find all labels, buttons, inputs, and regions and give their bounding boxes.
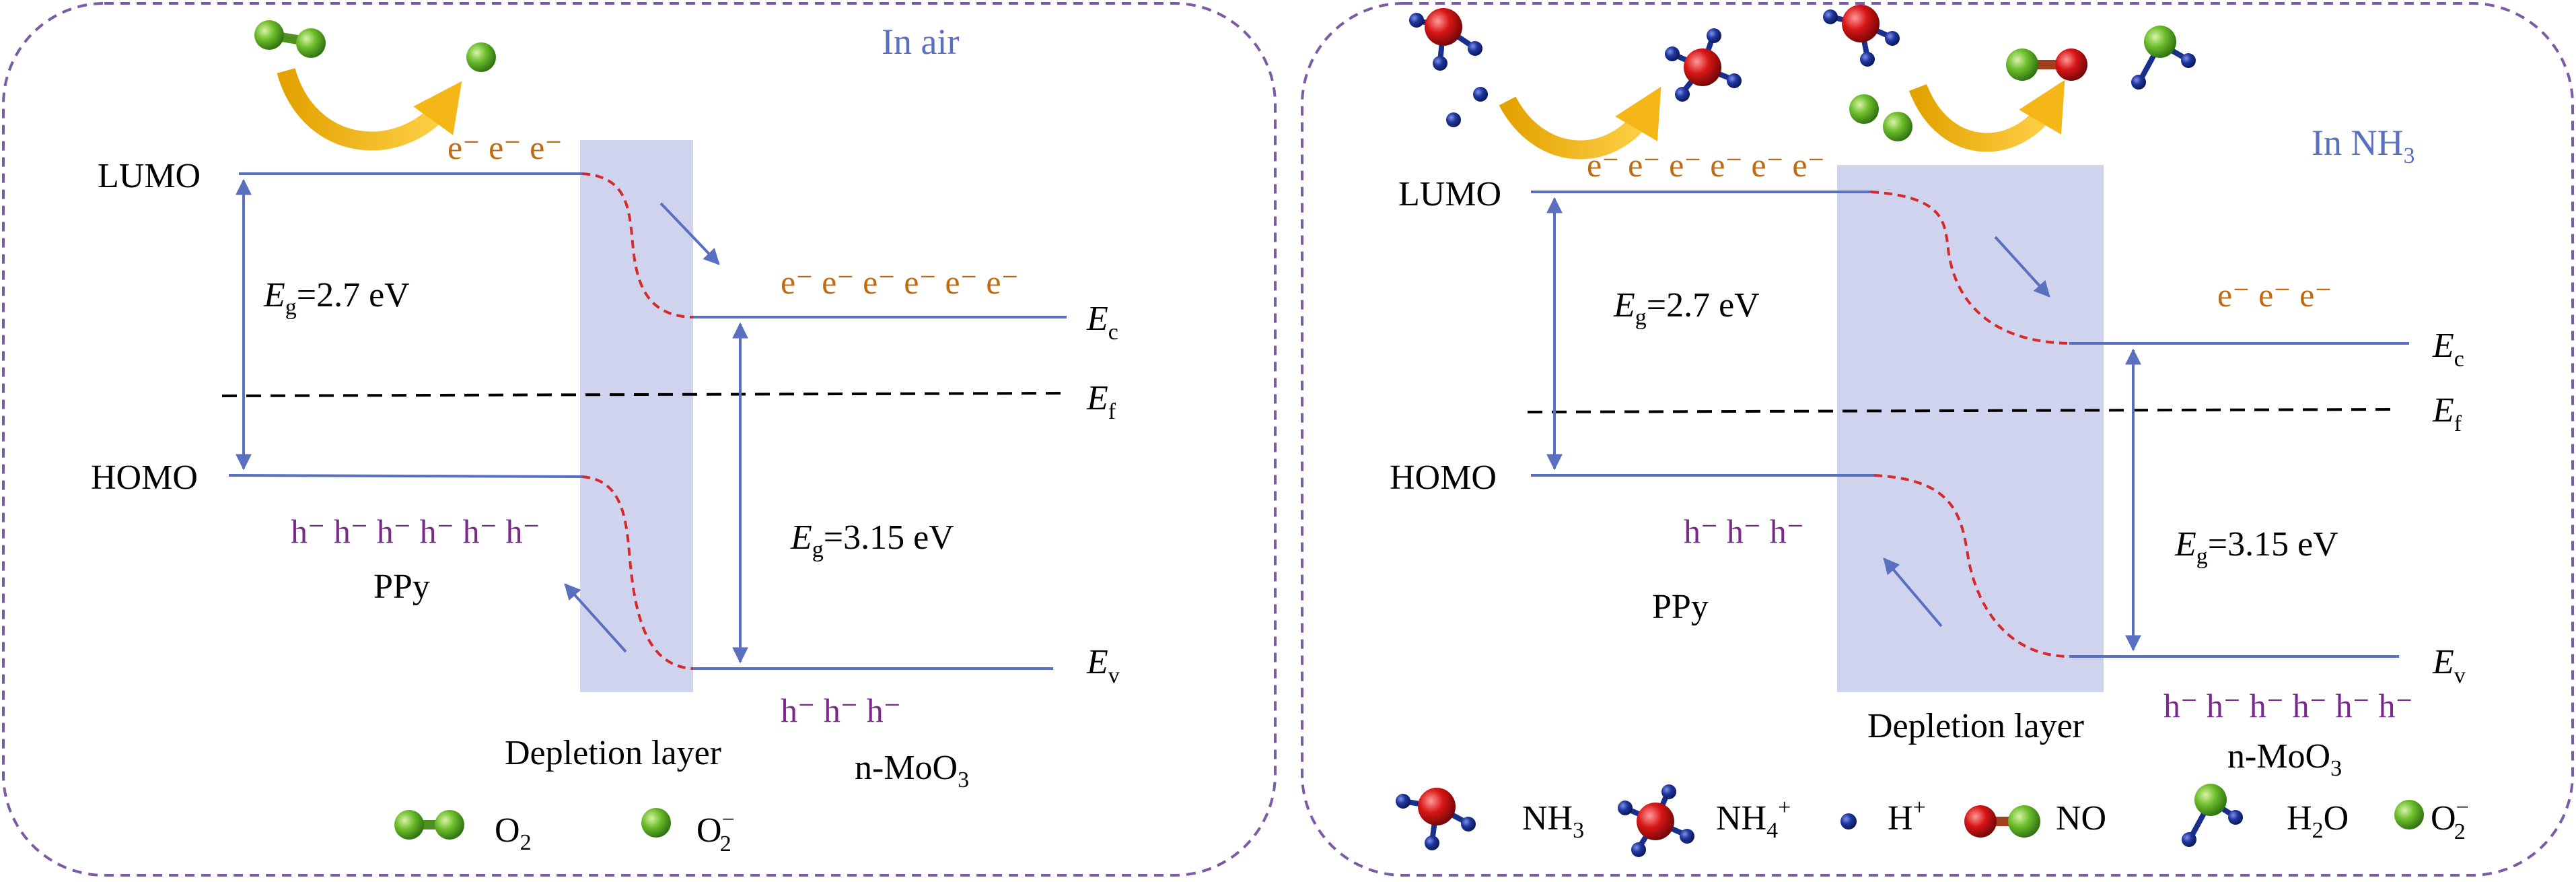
o2-legend-label: O2 <box>495 811 532 855</box>
ec-label: Ec <box>2432 327 2464 372</box>
o2-minus-icon <box>2394 800 2424 829</box>
ec-label: Ec <box>1086 300 1118 345</box>
no-molecule-icon <box>2006 48 2087 81</box>
electrons-moo3: e⁻ e⁻ e⁻ e⁻ e⁻ e⁻ <box>781 263 1019 301</box>
nh4-ion-icon <box>1665 28 1742 102</box>
h2o-molecule-icon <box>2131 26 2196 90</box>
electron-flow-arrow <box>659 202 720 265</box>
h-plus-icon <box>1840 813 1857 829</box>
legend-h2o: H2O <box>2182 784 2349 847</box>
electron-flow-arrow <box>1994 236 2050 298</box>
holes-ppy: h⁻ h⁻ h⁻ h⁻ h⁻ h⁻ <box>291 512 540 550</box>
h-plus-icon <box>1446 112 1461 127</box>
o2-minus-icon <box>466 42 496 72</box>
ef-label: Ef <box>1086 379 1116 424</box>
h-plus-legend-label: H+ <box>1888 795 1926 838</box>
panel-title: In air <box>882 22 959 62</box>
ppy-bandgap-label: Eg=2.7 eV <box>1613 286 1760 330</box>
hole-flow-arrow <box>564 583 627 653</box>
nh3-molecule-icon <box>1409 8 1482 71</box>
moo3-bandgap-label: Eg=3.15 eV <box>2174 525 2338 569</box>
valence-band-bending <box>581 475 694 670</box>
curved-arrow-icon <box>1499 86 1661 160</box>
panel-in-air: LUMO HOMO Eg=2.7 eV Eg=3.15 eV Ec Ef Ev … <box>2 2 1277 877</box>
legend-o2-minus: O−2 <box>2394 795 2469 844</box>
legend-o2-minus: O−2 <box>641 807 735 856</box>
panel-in-nh3: LUMO HOMO Eg=2.7 eV Eg=3.15 eV Ec Ef Ev … <box>1301 2 2574 877</box>
o2-minus-legend-label: O−2 <box>2431 795 2469 844</box>
panel-frame <box>2 2 1277 877</box>
curved-arrow-icon <box>277 67 462 151</box>
valence-band-bending <box>1873 474 2070 658</box>
lumo-label: LUMO <box>1398 175 1501 213</box>
electrons-moo3: e⁻ e⁻ e⁻ <box>2217 276 2332 314</box>
homo-label: HOMO <box>1390 459 1497 497</box>
panel-title: In NH3 <box>2312 123 2414 168</box>
legend-nh4: NH4+ <box>1618 784 1791 857</box>
electrons-ppy: e⁻ e⁻ e⁻ <box>448 129 563 166</box>
legend-o2: O2 <box>394 810 532 855</box>
electrons-ppy: e⁻ e⁻ e⁻ e⁻ e⁻ e⁻ <box>1587 146 1825 184</box>
o2-molecule-icon <box>254 20 326 58</box>
o2-molecule-icon <box>394 810 464 840</box>
lumo-label: LUMO <box>98 157 201 195</box>
ppy-label: PPy <box>1652 588 1709 626</box>
conduction-band-bending <box>1870 191 2070 345</box>
h-plus-icon <box>1473 87 1488 102</box>
depletion-layer-label: Depletion layer <box>1867 707 2084 745</box>
conduction-band-bending <box>581 172 694 318</box>
moo3-label: n-MoO3 <box>2227 737 2342 781</box>
moo3-label: n-MoO3 <box>855 749 969 792</box>
homo-line <box>228 474 583 478</box>
depletion-region <box>1837 165 2104 692</box>
fermi-level-line <box>221 392 1064 397</box>
ev-label: Ev <box>2432 643 2466 688</box>
h2o-legend-label: H2O <box>2287 799 2349 843</box>
o2-minus-legend-label: O−2 <box>696 807 735 856</box>
holes-ppy: h⁻ h⁻ h⁻ <box>1684 512 1804 550</box>
holes-moo3: h⁻ h⁻ h⁻ h⁻ h⁻ h⁻ <box>2163 687 2413 724</box>
legend-h-plus: H+ <box>1840 795 1926 838</box>
ppy-label: PPy <box>373 568 430 606</box>
no-molecule-icon <box>1964 805 2040 838</box>
holes-moo3: h⁻ h⁻ h⁻ <box>781 691 901 729</box>
ppy-bandgap-label: Eg=2.7 eV <box>263 276 410 320</box>
legend-no: NO <box>1964 799 2106 838</box>
depletion-layer-label: Depletion layer <box>505 734 721 772</box>
hole-flow-arrow <box>1883 557 1943 627</box>
nh3-legend-label: NH3 <box>1522 799 1584 843</box>
legend-nh3: NH3 <box>1396 788 1584 850</box>
moo3-bandgap-label: Eg=3.15 eV <box>790 518 954 562</box>
ef-label: Ef <box>2432 391 2462 436</box>
nh3-molecule-icon <box>1396 788 1476 850</box>
nh3-molecule-icon <box>1823 5 1900 67</box>
depletion-region <box>580 140 693 692</box>
h2o-molecule-icon <box>2182 784 2243 847</box>
no-legend-label: NO <box>2056 799 2106 838</box>
nh4-legend-label: NH4+ <box>1716 795 1791 843</box>
curved-arrow-icon <box>1908 79 2065 152</box>
panel-frame <box>1301 2 2574 877</box>
o2-minus-icon <box>1883 112 1912 141</box>
o2-minus-icon <box>641 808 671 838</box>
nh4-ion-icon <box>1618 784 1694 857</box>
ev-label: Ev <box>1086 643 1120 688</box>
homo-label: HOMO <box>91 459 198 497</box>
o2-minus-icon <box>1849 94 1879 124</box>
